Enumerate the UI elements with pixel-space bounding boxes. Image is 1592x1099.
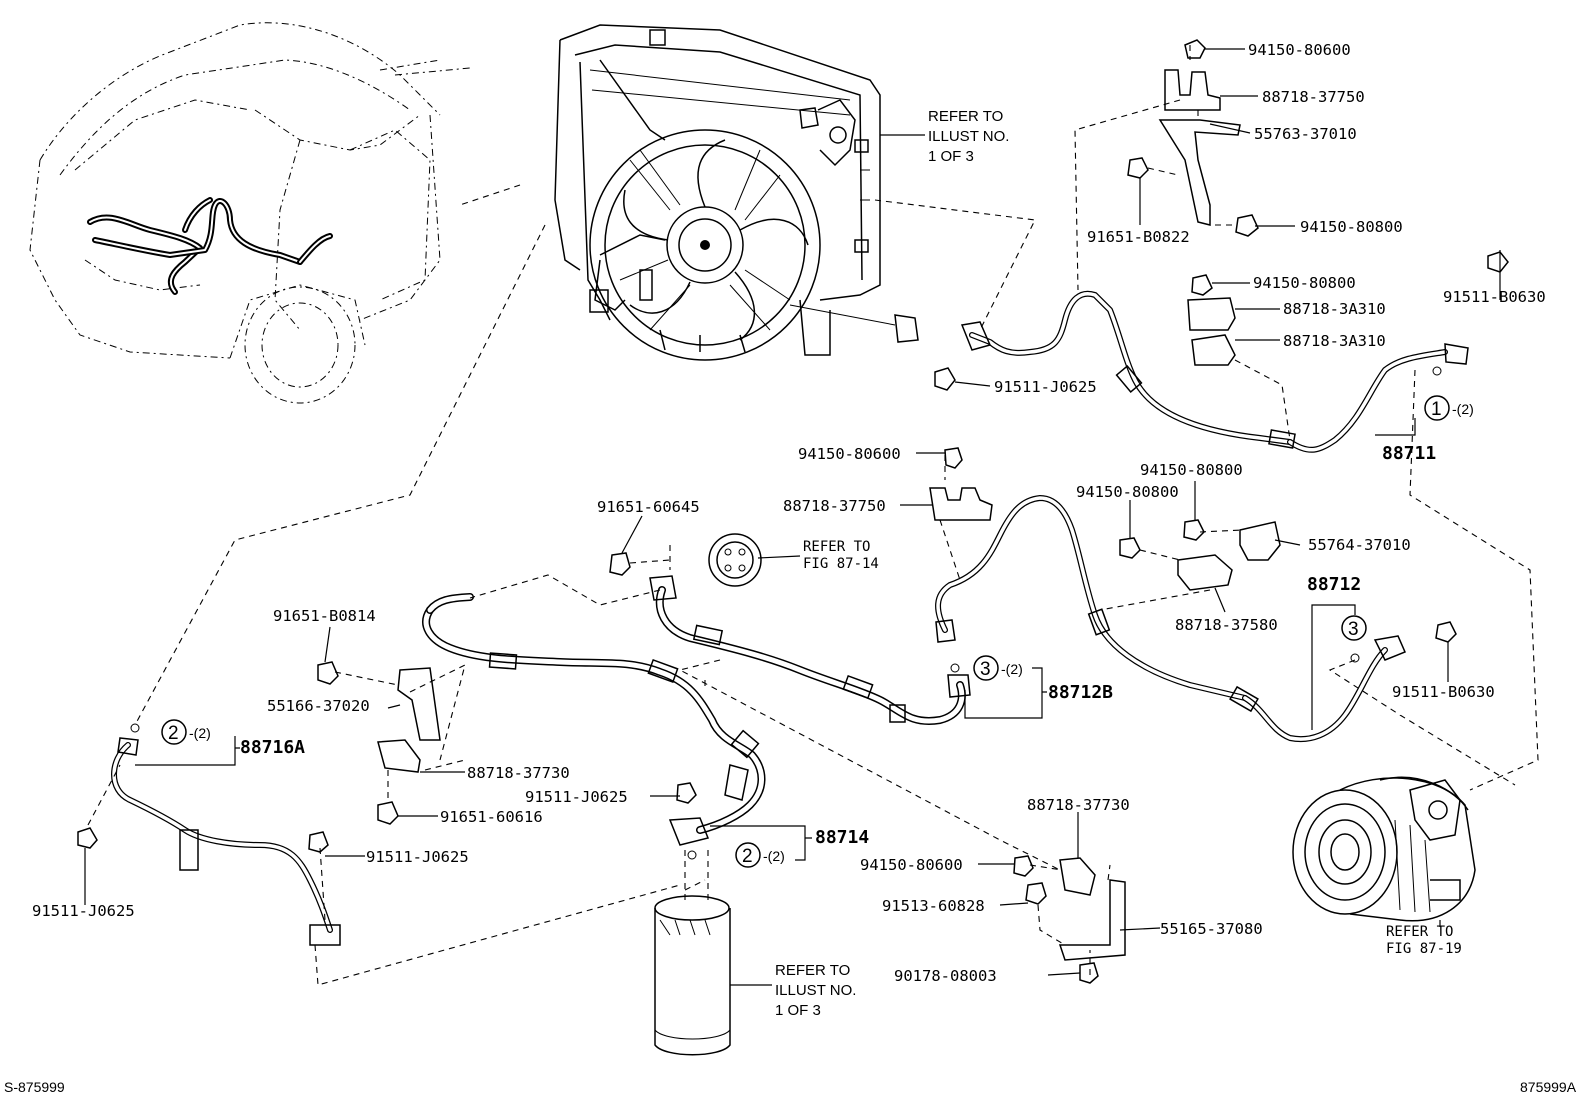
part-number-labels: 94150-80600 88718-37750 55763-37010 9165… xyxy=(32,41,1546,985)
label-91651-60645: 91651-60645 xyxy=(597,498,700,516)
label-91651-B0822: 91651-B0822 xyxy=(1087,228,1190,246)
assembly-dashed-lines xyxy=(87,45,1539,986)
illustration-id-right: 875999A xyxy=(1520,1079,1577,1095)
label-88718-3A310-b: 88718-3A310 xyxy=(1283,332,1386,350)
label-88718-37580: 88718-37580 xyxy=(1175,616,1278,634)
ref-fig-87-14-line1: REFER TO xyxy=(803,539,870,555)
callout-dot xyxy=(950,663,960,673)
condenser-fan-assembly xyxy=(554,24,919,361)
callout-circle-2b xyxy=(735,842,761,868)
ref-fig-87-19-line2: FIG 87-19 xyxy=(1386,941,1462,957)
wire-harness xyxy=(87,197,333,295)
callout-circle-3b xyxy=(1341,615,1367,641)
label-91511-J0625-low: 91511-J0625 xyxy=(366,848,469,866)
callout-2a-number: 2 xyxy=(168,723,179,744)
truck-outline-drawing xyxy=(29,22,471,404)
label-91511-B0630-low: 91511-B0630 xyxy=(1392,683,1495,701)
label-88718-37750-top: 88718-37750 xyxy=(1262,88,1365,106)
reference-notes: REFER TO ILLUST NO. 1 OF 3 REFER TO ILLU… xyxy=(775,108,1462,1019)
label-94150-80800-c: 94150-80800 xyxy=(1140,461,1243,479)
label-91511-B0630-top: 91511-B0630 xyxy=(1443,288,1546,306)
label-55165-37080: 55165-37080 xyxy=(1160,920,1263,938)
hose-88714 xyxy=(422,593,766,846)
label-91511-J0625-top: 91511-J0625 xyxy=(994,378,1097,396)
label-94150-80800-a: 94150-80800 xyxy=(1300,218,1403,236)
hose-88712B xyxy=(649,575,971,725)
callout-1-qty: -(2) xyxy=(1452,401,1474,417)
ref-condenser-line2: ILLUST NO. xyxy=(928,128,1009,145)
callout-dot xyxy=(130,723,140,733)
label-90178-08003: 90178-08003 xyxy=(894,967,997,985)
label-55166-37020: 55166-37020 xyxy=(267,697,370,715)
callout-3a-qty: -(2) xyxy=(1001,661,1023,677)
label-94150-80800-b: 94150-80800 xyxy=(1253,274,1356,292)
ref-dryer-line3: 1 OF 3 xyxy=(775,1002,821,1019)
bolts-and-nuts xyxy=(77,39,1509,984)
ref-dryer-line1: REFER TO xyxy=(775,962,850,979)
label-88711: 88711 xyxy=(1382,443,1436,464)
label-91511-J0625-left: 91511-J0625 xyxy=(32,902,135,920)
receiver-dryer-assembly xyxy=(654,895,731,1056)
clamps-and-brackets xyxy=(377,69,1281,961)
ref-condenser-line1: REFER TO xyxy=(928,108,1003,125)
callout-3b-number: 3 xyxy=(1348,619,1359,640)
illustration-id-left: S-875999 xyxy=(4,1079,65,1095)
label-88718-3A310-a: 88718-3A310 xyxy=(1283,300,1386,318)
callout-markers: 1 -(2) 2 -(2) 2 -(2) 3 -(2) 3 xyxy=(130,366,1474,868)
callout-circle-3a xyxy=(973,655,999,681)
callout-dot xyxy=(1432,366,1442,376)
leader-lines xyxy=(84,48,1501,986)
label-88712B: 88712B xyxy=(1048,682,1113,703)
label-91651-60616: 91651-60616 xyxy=(440,808,543,826)
label-91651-B0814: 91651-B0814 xyxy=(273,607,376,625)
callout-dot xyxy=(1350,653,1360,663)
footer-ids: S-875999 875999A xyxy=(4,1079,1577,1095)
fan-blades xyxy=(619,139,809,341)
label-88714: 88714 xyxy=(815,827,869,848)
label-91513-60828: 91513-60828 xyxy=(882,897,985,915)
callout-circle-1 xyxy=(1424,395,1450,421)
label-94150-80800-d: 94150-80800 xyxy=(1076,483,1179,501)
label-55763-37010: 55763-37010 xyxy=(1254,125,1357,143)
pipe-88716A xyxy=(111,737,341,946)
callout-dot xyxy=(687,850,697,860)
label-91511-J0625-mid: 91511-J0625 xyxy=(525,788,628,806)
label-88716A: 88716A xyxy=(240,737,305,758)
label-94150-80600-top: 94150-80600 xyxy=(1248,41,1351,59)
ref-fig-87-14-line2: FIG 87-14 xyxy=(803,556,879,572)
pipe-88711 xyxy=(960,290,1469,453)
ref-fig-87-19-line1: REFER TO xyxy=(1386,924,1453,940)
callout-2b-qty: -(2) xyxy=(763,848,785,864)
label-88718-37730-right: 88718-37730 xyxy=(1027,796,1130,814)
pipe-88712 xyxy=(935,495,1406,743)
label-88718-37730-left: 88718-37730 xyxy=(467,764,570,782)
label-55764-37010: 55764-37010 xyxy=(1308,536,1411,554)
ref-dryer-line2: ILLUST NO. xyxy=(775,982,856,999)
callout-3a-number: 3 xyxy=(980,659,991,680)
callout-2a-qty: -(2) xyxy=(189,725,211,741)
compressor-assembly xyxy=(1292,776,1476,922)
label-88718-37750-mid: 88718-37750 xyxy=(783,497,886,515)
callout-2b-number: 2 xyxy=(742,846,753,867)
ref-condenser-line3: 1 OF 3 xyxy=(928,148,974,165)
callout-1-number: 1 xyxy=(1431,399,1442,420)
label-94150-80600-low: 94150-80600 xyxy=(860,856,963,874)
callout-circle-2a xyxy=(161,719,187,745)
label-94150-80600-mid: 94150-80600 xyxy=(798,445,901,463)
label-88712: 88712 xyxy=(1307,574,1361,595)
